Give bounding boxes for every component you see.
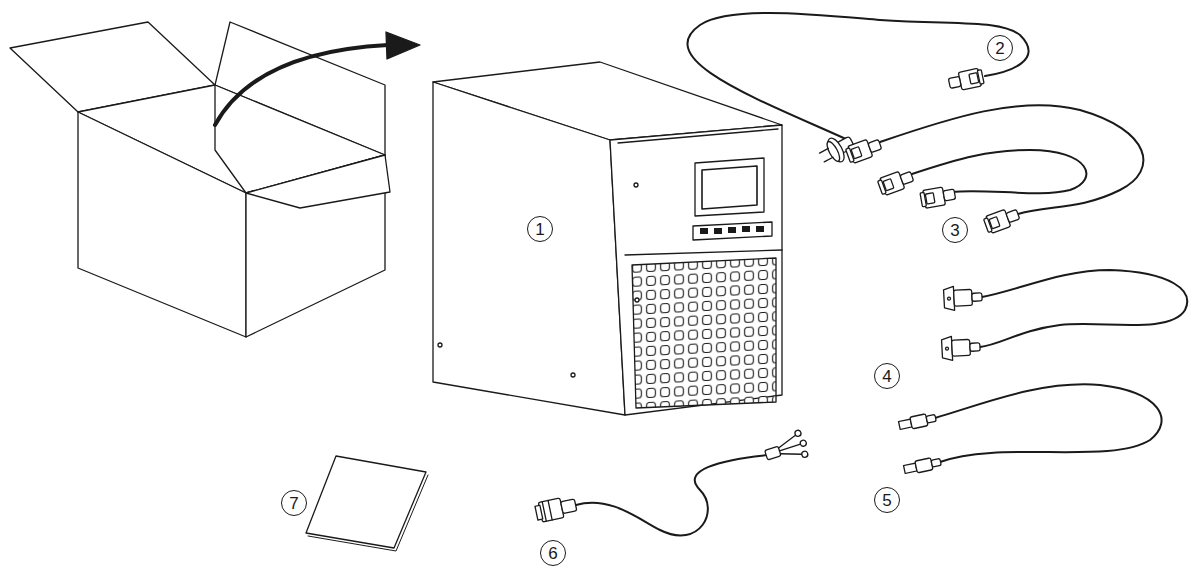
callout-number: 7 (281, 490, 307, 516)
usb-cable (898, 384, 1161, 475)
callout-number: 3 (942, 217, 968, 243)
terminal-cable (534, 429, 810, 536)
callout-number: 2 (987, 35, 1013, 61)
ups-unit (433, 62, 782, 415)
unpack-arrow (215, 32, 420, 125)
callout-number: 5 (874, 487, 900, 513)
serial-cable (941, 270, 1187, 361)
output-cables (845, 105, 1143, 234)
callout-number: 1 (527, 216, 553, 242)
mains-cable (687, 13, 1028, 169)
callout-number: 6 (540, 540, 566, 566)
carton (10, 22, 390, 337)
callout-number: 4 (874, 363, 900, 389)
manual-sheet (306, 456, 428, 551)
